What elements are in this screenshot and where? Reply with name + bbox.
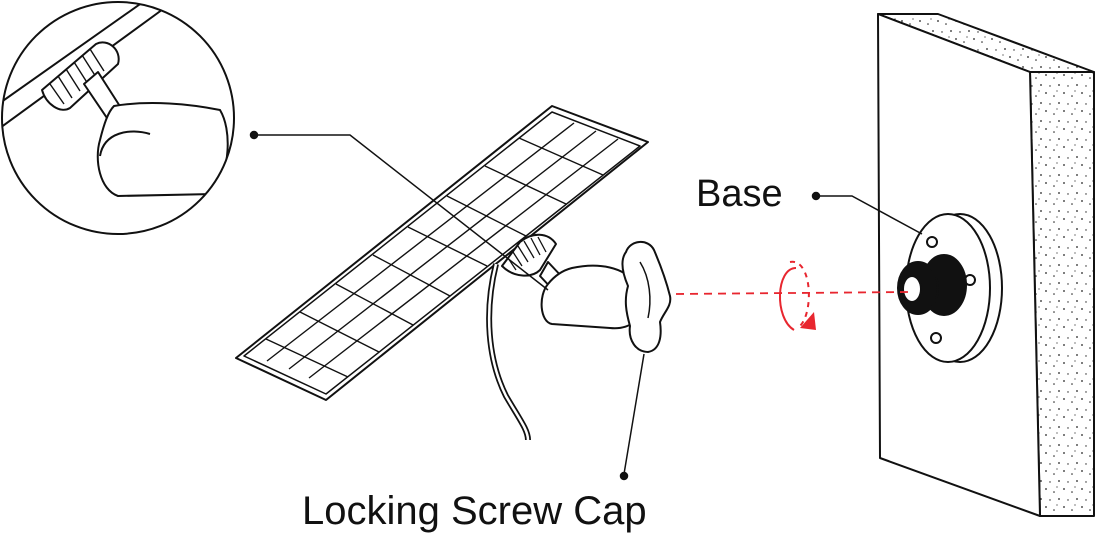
zoom-leader-line: [254, 134, 549, 291]
solar-panel: [235, 105, 649, 401]
base-post-hole: [902, 275, 922, 303]
locking-screw-cap-label: Locking Screw Cap: [302, 489, 647, 533]
base-leader-line: [816, 195, 923, 235]
zoom-circle-outline: [1, 1, 235, 235]
base-screw-hole: [926, 236, 938, 248]
wall-side-face: [1029, 71, 1095, 517]
panel-grid-lines: [265, 122, 619, 379]
alignment-dashed-line: [675, 291, 909, 295]
screw-cap-ridge: [639, 261, 651, 319]
base-label: Base: [696, 173, 783, 215]
cable: [486, 263, 531, 441]
panel-face: [243, 111, 641, 395]
cable-inner: [487, 263, 530, 441]
clockwise-rotation-arrow-icon: [779, 260, 816, 331]
base-screw-hole: [930, 332, 942, 344]
screw-cap-shape: [621, 241, 672, 353]
zoom-detail-circle: [1, 1, 235, 235]
panel-bracket: [501, 233, 642, 330]
base-mount: [897, 213, 1003, 363]
bracket-body: [540, 264, 642, 330]
leader-lines: [249, 130, 923, 481]
screw-cap-leader-line: [623, 353, 645, 475]
locking-screw-cap: [621, 241, 672, 353]
